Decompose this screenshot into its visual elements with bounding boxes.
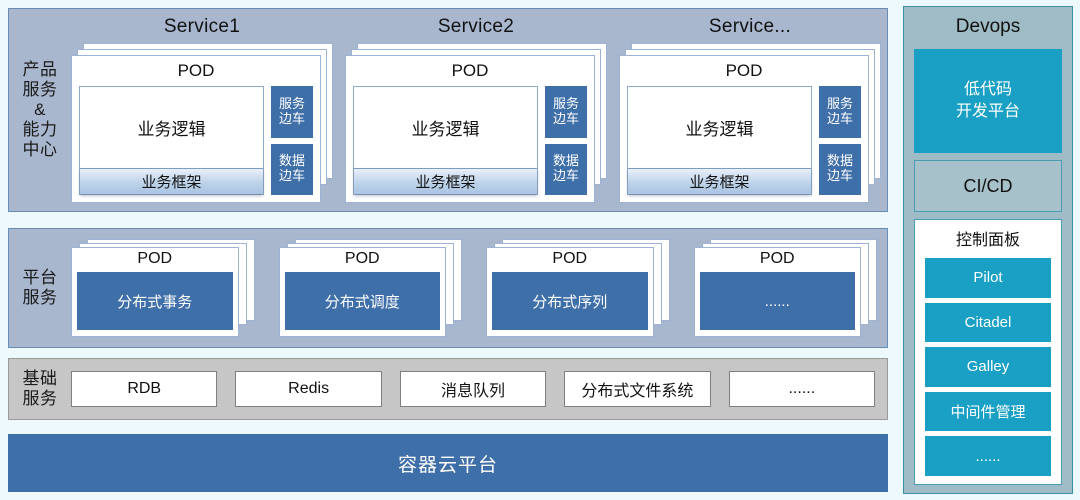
pod-title: POD [344,250,380,267]
lowcode-platform-card[interactable]: 低代码 开发平台 [914,49,1062,153]
platform-pod-3[interactable]: POD 分布式序列 [486,239,670,337]
layer-label-products: 产品 服务 & 能力 中心 [22,59,58,160]
business-logic-column: 业务逻辑 业务框架 [353,86,538,195]
data-sidecar: 数据 边车 [819,143,861,195]
pod-card[interactable]: POD 业务逻辑 业务框架 服务 边车 数据 边车 [345,55,595,203]
infra-items-container: RDB Redis 消息队列 分布式文件系统 ...... [71,359,887,419]
business-logic-column: 业务逻辑 业务框架 [627,86,812,195]
service-title: Service1 [163,16,241,37]
business-logic-label: 业务逻辑 [685,120,754,139]
service-title: Service... [708,16,792,37]
pod-body: 业务逻辑 业务框架 服务 边车 数据 边车 [627,86,861,195]
sidecar-column: 服务 边车 数据 边车 [545,86,587,195]
infra-item-rdb[interactable]: RDB [71,371,218,407]
devops-title: Devops [955,16,1021,37]
platform-pod-1[interactable]: POD 分布式事务 [71,239,255,337]
data-sidecar: 数据 边车 [271,143,313,195]
pod-stack: POD 业务逻辑 业务框架 服务 边车 数据 边车 [71,43,333,203]
business-framework-bar: 业务框架 [354,168,537,194]
infra-item-message-queue[interactable]: 消息队列 [399,371,547,407]
business-logic-label: 业务逻辑 [137,120,206,139]
business-logic-column: 业务逻辑 业务框架 [79,86,264,195]
pod-body: 业务逻辑 业务框架 服务 边车 数据 边车 [353,86,587,195]
infra-item-more[interactable]: ...... [728,371,876,407]
service-title: Service2 [437,16,515,37]
pod-body: 业务逻辑 业务框架 服务 边车 数据 边车 [79,86,313,195]
pod-title: POD [725,61,763,80]
control-item-citadel[interactable]: Citadel [925,302,1051,343]
layer-label-platform: 平台 服务 [22,267,58,307]
platform-pod-2[interactable]: POD 分布式调度 [278,239,462,337]
business-framework-bar: 业务框架 [80,168,263,194]
pod-title: POD [137,250,173,267]
business-framework-bar: 业务框架 [628,168,811,194]
pod-card[interactable]: POD 业务逻辑 业务框架 服务 边车 数据 边车 [71,55,321,203]
pod-card: POD ...... [694,247,862,337]
control-item-galley[interactable]: Galley [925,347,1051,387]
platform-service-name: 分布式序列 [492,272,648,330]
control-panel-title: 控制面板 [955,232,1020,249]
pod-title: POD [759,250,795,267]
data-sidecar: 数据 边车 [545,143,587,195]
control-panel: 控制面板 Pilot Citadel Galley 中间件管理 ...... [914,219,1062,485]
layer-product-services: 产品 服务 & 能力 中心 Service1 POD 业务逻辑 业务框架 [8,8,888,212]
service-sidecar: 服务 边车 [819,86,861,138]
platform-service-name: 分布式调度 [284,272,440,330]
layer-infrastructure-services: 基础 服务 RDB Redis 消息队列 分布式文件系统 ...... [8,358,888,420]
pod-card: POD 分布式调度 [279,247,447,337]
pod-card[interactable]: POD 业务逻辑 业务框架 服务 边车 数据 边车 [619,55,869,203]
infra-item-redis[interactable]: Redis [235,371,382,407]
pod-title: POD [451,61,489,80]
platform-pods-container: POD 分布式事务 POD 分布式调度 POD 分布式序列 [71,229,887,347]
platform-service-name: ...... [699,272,855,330]
platform-service-name: 分布式事务 [77,272,233,330]
pod-stack: POD 业务逻辑 业务框架 服务 边车 数据 边车 [345,43,607,203]
pod-stack: POD 业务逻辑 业务框架 服务 边车 数据 边车 [619,43,881,203]
sidecar-column: 服务 边车 数据 边车 [819,86,861,195]
service-sidecar: 服务 边车 [545,86,587,138]
infra-item-distributed-file-system[interactable]: 分布式文件系统 [564,371,711,407]
layer-label-infra: 基础 服务 [22,368,58,408]
control-item-middleware-management[interactable]: 中间件管理 [925,391,1051,432]
services-container: Service1 POD 业务逻辑 业务框架 服务 边车 [71,9,887,211]
pod-title: POD [552,250,588,267]
service-block-3[interactable]: Service... POD 业务逻辑 业务框架 服务 边 [619,13,881,203]
cicd-card[interactable]: CI/CD [914,160,1062,212]
platform-pod-4[interactable]: POD ...... [693,239,877,337]
service-block-1[interactable]: Service1 POD 业务逻辑 业务框架 服务 边车 [71,13,333,203]
container-cloud-platform-bar[interactable]: 容器云平台 [8,434,888,492]
sidecar-column: 服务 边车 数据 边车 [271,86,313,195]
service-block-2[interactable]: Service2 POD 业务逻辑 业务框架 服务 边车 [345,13,607,203]
control-item-pilot[interactable]: Pilot [925,258,1051,298]
business-logic-label: 业务逻辑 [411,120,480,139]
pod-title: POD [177,61,215,80]
devops-panel: Devops 低代码 开发平台 CI/CD 控制面板 Pilot Citadel… [903,6,1073,494]
service-sidecar: 服务 边车 [271,86,313,138]
layer-platform-services: 平台 服务 POD 分布式事务 POD 分布式调度 [8,228,888,348]
control-item-more[interactable]: ...... [925,436,1051,476]
pod-card: POD 分布式事务 [71,247,239,337]
pod-card: POD 分布式序列 [486,247,654,337]
